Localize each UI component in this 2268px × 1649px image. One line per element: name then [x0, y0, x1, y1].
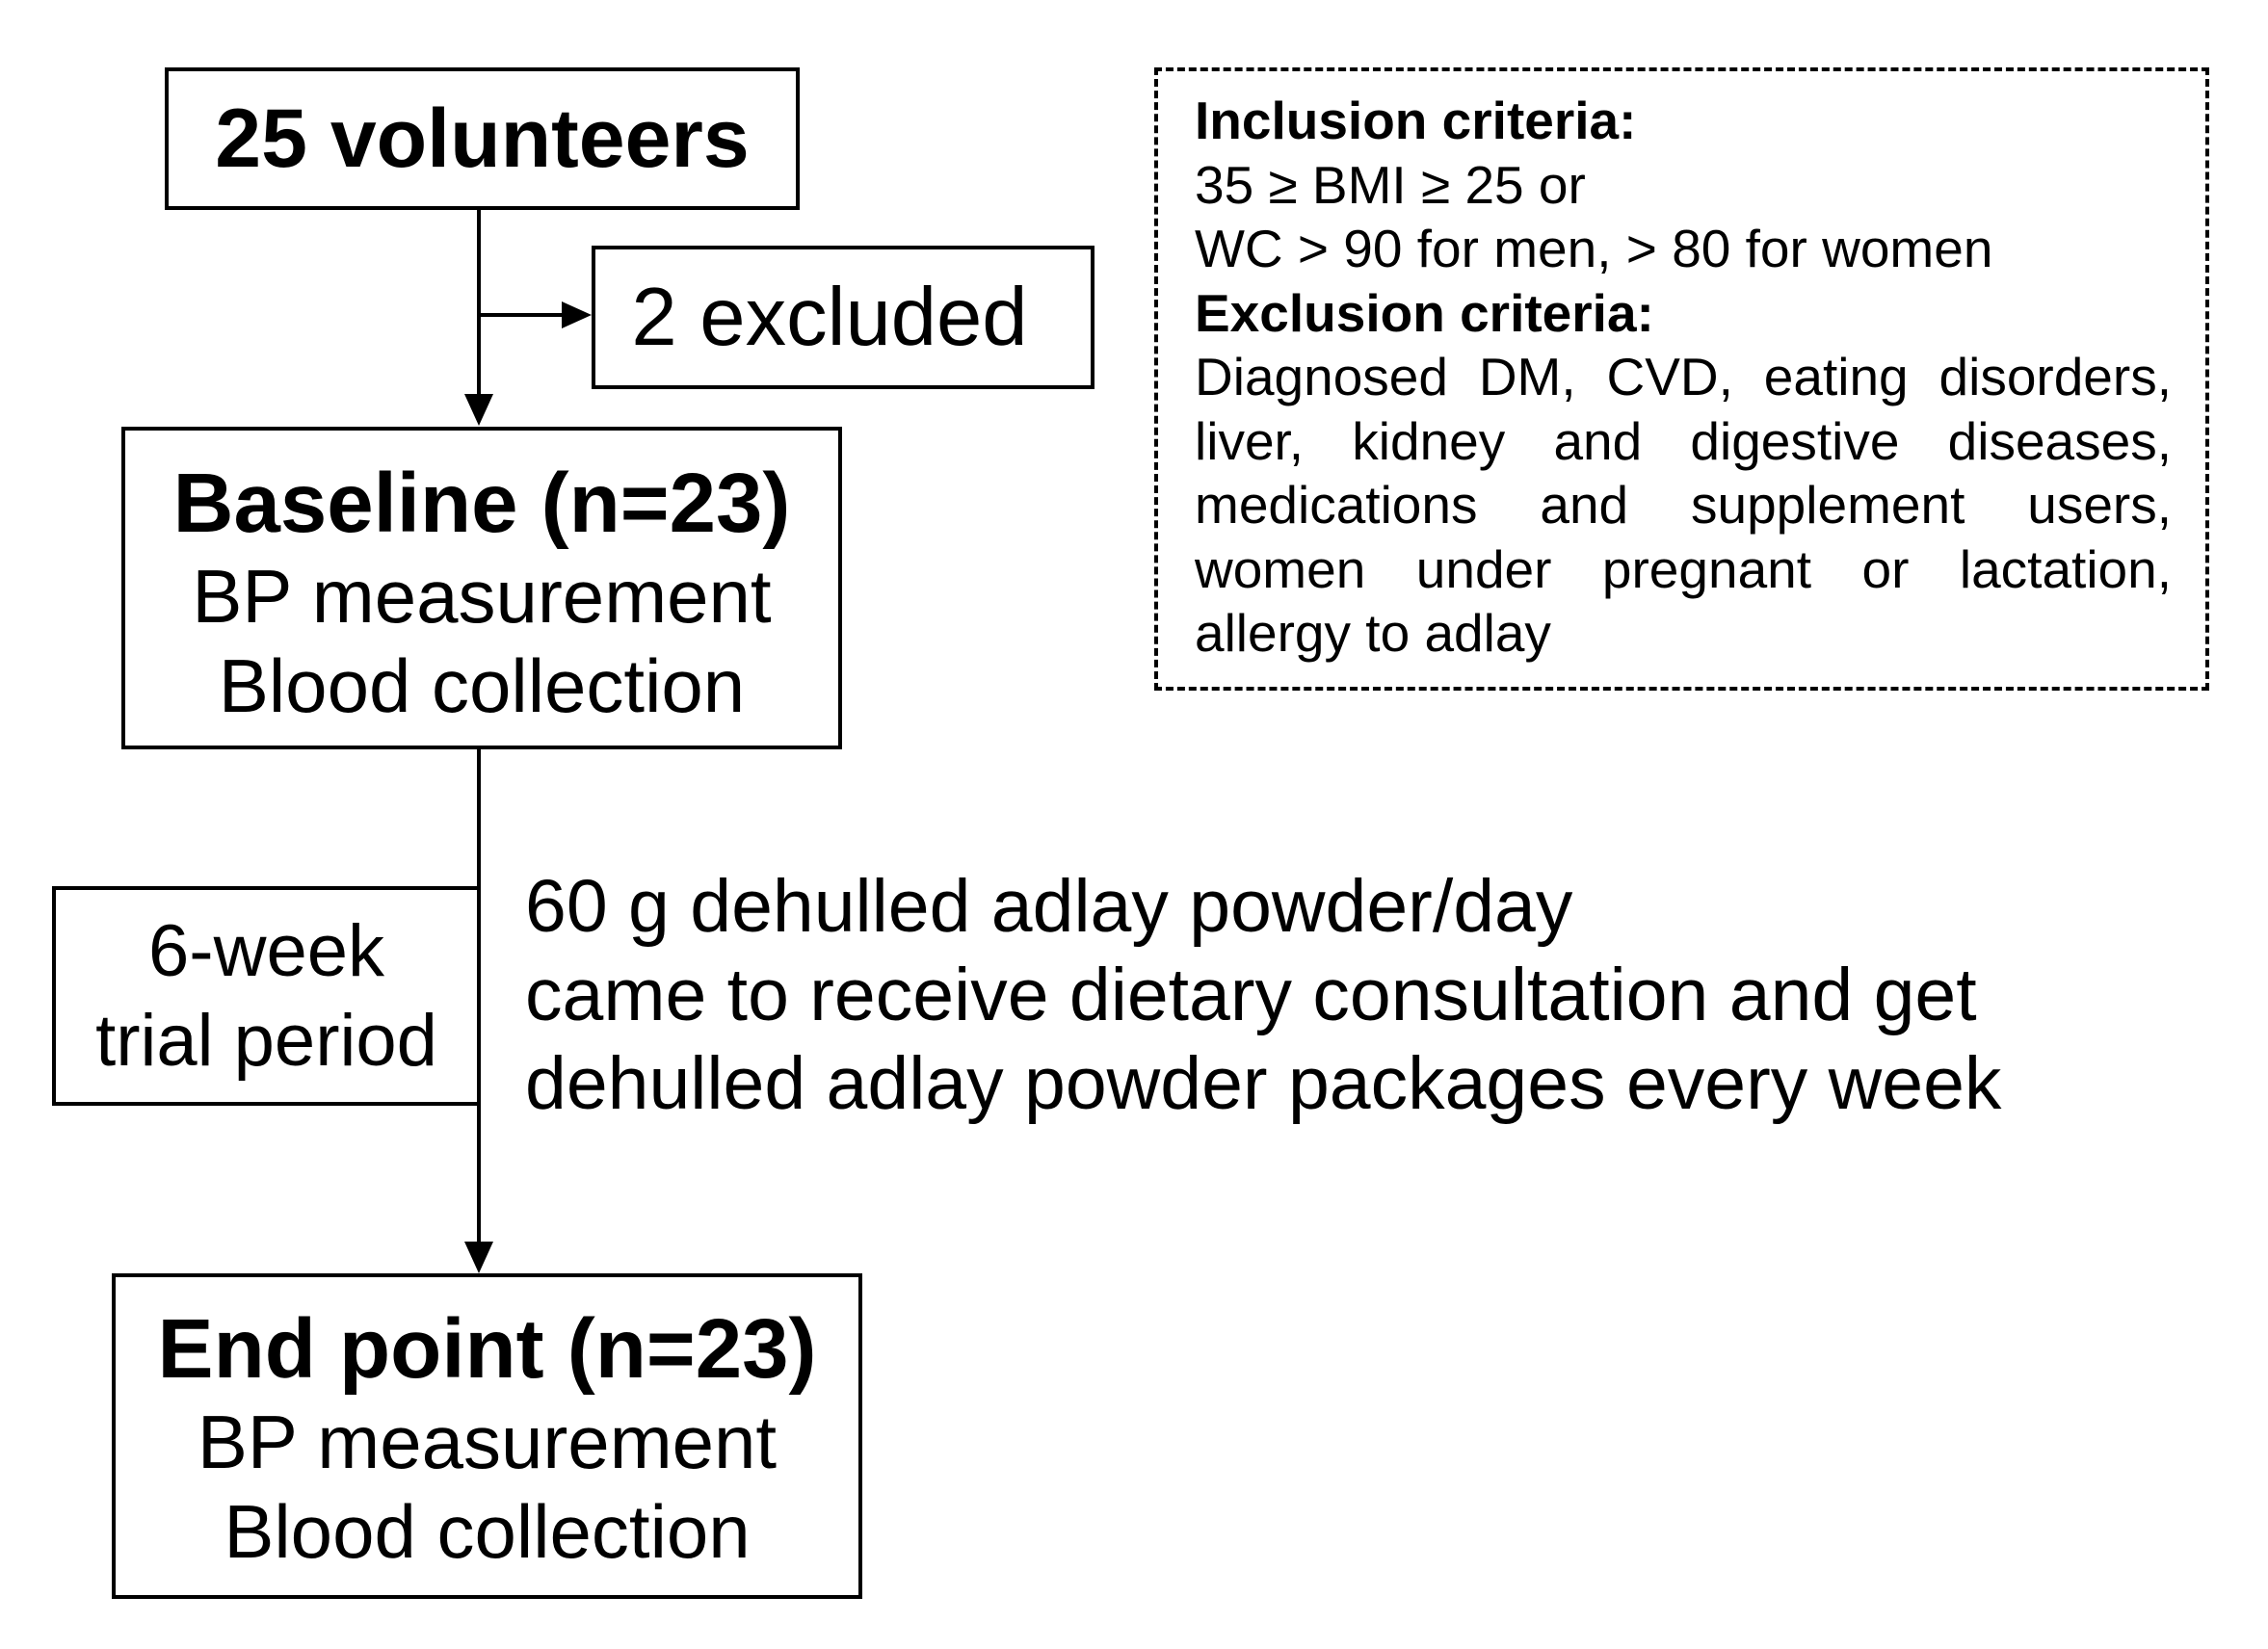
end-point-line-blood: Blood collection [224, 1489, 751, 1574]
exclusion-line-5: allergy to adlay [1195, 603, 1551, 663]
exclusion-line-2: liver, kidney and digestive diseases, [1195, 410, 2172, 471]
end-point-title: End point (n=23) [157, 1302, 817, 1396]
exclusion-line-4: women under pregnant or lactation, [1195, 538, 2172, 599]
trial-period-line-1: 6-week [148, 910, 384, 992]
baseline-title: Baseline (n=23) [172, 456, 791, 550]
trial-period-box: 6-week trial period [52, 886, 481, 1106]
excluded-label: 2 excluded [631, 271, 1028, 363]
exclusion-line-1: Diagnosed DM, CVD, eating disorders, [1195, 347, 2172, 406]
inclusion-line-wc: WC > 90 for men, > 80 for women [1195, 219, 1993, 278]
inclusion-line-bmi: 35 ≥ BMI ≥ 25 or [1195, 154, 1586, 215]
baseline-line-blood: Blood collection [218, 642, 746, 728]
baseline-line-bp: BP measurement [192, 553, 772, 639]
arrowhead-baseline [464, 394, 493, 426]
volunteers-box: 25 volunteers [165, 67, 800, 210]
exclusion-line-3: medications and supplement users, [1195, 475, 2172, 535]
excluded-box: 2 excluded [592, 246, 1094, 389]
volunteers-label: 25 volunteers [215, 92, 750, 185]
intervention-description: 60 g dehulled adlay powder/day came to r… [525, 862, 2001, 1128]
intervention-line-2: came to receive dietary consultation and… [525, 954, 1977, 1036]
end-point-box: End point (n=23) BP measurement Blood co… [112, 1273, 862, 1599]
intervention-line-3: dehulled adlay powder packages every wee… [525, 1042, 2002, 1125]
trial-period-line-2: trial period [95, 1000, 437, 1082]
criteria-box: Inclusion criteria: 35 ≥ BMI ≥ 25 or WC … [1154, 67, 2209, 691]
end-point-line-bp: BP measurement [197, 1400, 778, 1484]
intervention-line-1: 60 g dehulled adlay powder/day [525, 865, 1573, 948]
arrowhead-excluded [562, 301, 592, 328]
baseline-box: Baseline (n=23) BP measurement Blood col… [121, 427, 842, 749]
inclusion-heading: Inclusion criteria: [1195, 91, 1637, 150]
arrowhead-end-point [464, 1242, 493, 1273]
exclusion-heading: Exclusion criteria: [1195, 282, 1654, 343]
